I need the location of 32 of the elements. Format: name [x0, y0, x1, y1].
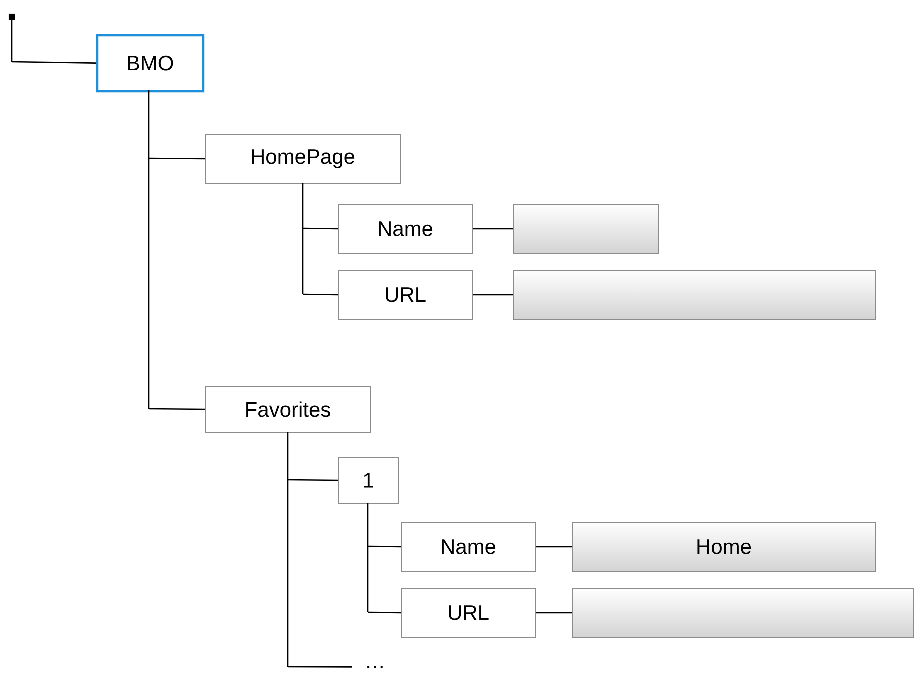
connector-line	[12, 61, 96, 64]
key-box: Name	[401, 522, 536, 572]
root-marker	[9, 14, 16, 20]
connector-line	[303, 228, 338, 230]
value-box	[513, 270, 876, 320]
ellipsis-text: …	[368, 666, 383, 668]
root-box: BMO	[96, 34, 205, 93]
connector-line	[536, 612, 572, 614]
tree-trunk-line	[11, 20, 13, 62]
connector-line	[473, 228, 513, 230]
key-box: Name	[338, 204, 473, 254]
connector-line	[303, 294, 338, 296]
connector-line	[149, 158, 206, 160]
value-box	[572, 588, 914, 638]
key-box: 1	[338, 457, 399, 504]
key-box: HomePage	[205, 134, 401, 184]
tree-trunk-line	[287, 432, 289, 667]
connector-line	[536, 546, 572, 548]
tree-trunk-line	[148, 90, 150, 409]
key-box: Favorites	[205, 386, 371, 433]
connector-line	[149, 408, 206, 410]
connector-line	[288, 479, 338, 482]
connector-line	[473, 294, 513, 296]
tree-trunk-line	[302, 183, 304, 294]
value-box: Home	[572, 522, 876, 572]
connector-line	[368, 612, 402, 614]
value-box	[513, 204, 659, 254]
tree-trunk-line	[367, 503, 369, 612]
key-box: URL	[401, 588, 536, 638]
key-box: URL	[338, 270, 473, 320]
connector-line	[368, 546, 402, 548]
connector-line	[288, 666, 352, 668]
